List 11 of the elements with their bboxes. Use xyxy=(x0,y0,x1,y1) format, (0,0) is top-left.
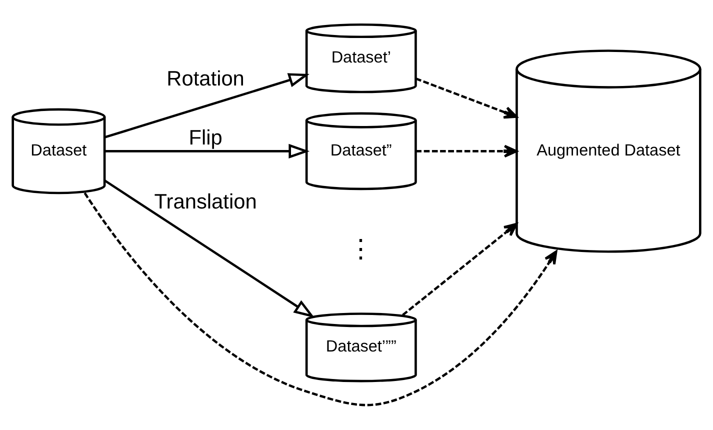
arrow xyxy=(402,222,518,316)
label: ⋮ xyxy=(348,236,374,264)
arrow xyxy=(84,192,558,406)
arrow xyxy=(416,144,518,158)
arrow xyxy=(104,180,315,318)
edge-label: Translation xyxy=(154,190,257,214)
arrow xyxy=(104,73,310,138)
arrow xyxy=(415,78,518,119)
edge-label: Flip xyxy=(188,126,222,150)
edge-label: Rotation xyxy=(166,67,244,90)
arrow xyxy=(104,144,310,159)
